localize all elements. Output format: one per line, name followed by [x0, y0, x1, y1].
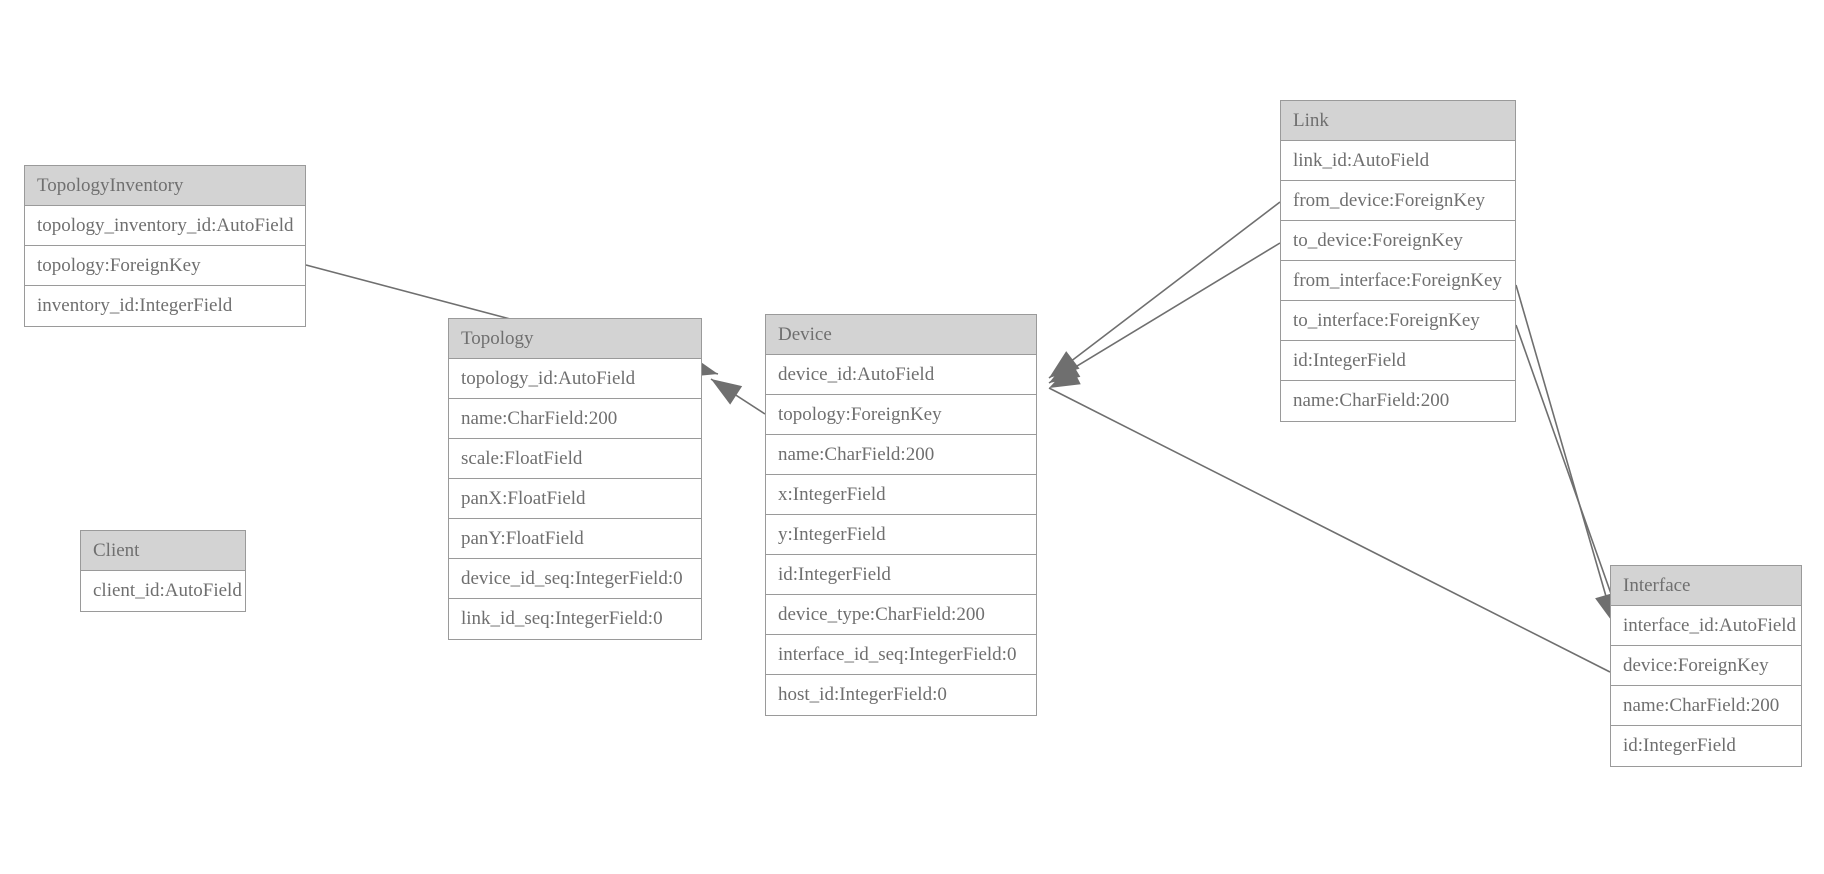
- entity-field[interactable]: to_interface:ForeignKey: [1281, 301, 1515, 341]
- entity-field[interactable]: device:ForeignKey: [1611, 646, 1801, 686]
- entity-header-interface: Interface: [1611, 566, 1801, 606]
- entity-field[interactable]: id:IntegerField: [766, 555, 1036, 595]
- entity-field[interactable]: from_device:ForeignKey: [1281, 181, 1515, 221]
- entity-field[interactable]: interface_id_seq:IntegerField:0: [766, 635, 1036, 675]
- entity-header-topology_inventory: TopologyInventory: [25, 166, 305, 206]
- entity-field[interactable]: panX:FloatField: [449, 479, 701, 519]
- entity-field[interactable]: name:CharField:200: [449, 399, 701, 439]
- relationship-line: [710, 378, 766, 415]
- entity-field[interactable]: y:IntegerField: [766, 515, 1036, 555]
- entity-field[interactable]: inventory_id:IntegerField: [25, 286, 305, 326]
- rel-device-topology: [710, 378, 766, 415]
- relationship-arrowhead: [711, 379, 743, 405]
- entity-field[interactable]: id:IntegerField: [1611, 726, 1801, 766]
- entity-field[interactable]: link_id_seq:IntegerField:0: [449, 599, 701, 639]
- relationship-line: [1515, 324, 1622, 623]
- rel-link-fromdevice-device: [1048, 201, 1281, 379]
- rel-link-todevice-device: [1048, 242, 1281, 384]
- relationship-line: [1515, 284, 1615, 625]
- entity-field[interactable]: to_device:ForeignKey: [1281, 221, 1515, 261]
- entity-header-device: Device: [766, 315, 1036, 355]
- entity-field[interactable]: panY:FloatField: [449, 519, 701, 559]
- entity-header-client: Client: [81, 531, 245, 571]
- entity-field[interactable]: device_type:CharField:200: [766, 595, 1036, 635]
- entity-field[interactable]: scale:FloatField: [449, 439, 701, 479]
- relationship-arrowhead: [1049, 351, 1080, 378]
- entity-field[interactable]: from_interface:ForeignKey: [1281, 261, 1515, 301]
- entity-field[interactable]: name:CharField:200: [1281, 381, 1515, 421]
- relationship-line: [1048, 242, 1281, 384]
- entity-field[interactable]: x:IntegerField: [766, 475, 1036, 515]
- entity-field[interactable]: name:CharField:200: [766, 435, 1036, 475]
- entity-field[interactable]: id:IntegerField: [1281, 341, 1515, 381]
- entity-header-topology: Topology: [449, 319, 701, 359]
- entity-field[interactable]: interface_id:AutoField: [1611, 606, 1801, 646]
- entity-field[interactable]: topology:ForeignKey: [766, 395, 1036, 435]
- relationship-line: [1048, 387, 1611, 673]
- entity-field[interactable]: name:CharField:200: [1611, 686, 1801, 726]
- entity-field[interactable]: topology_inventory_id:AutoField: [25, 206, 305, 246]
- entity-field[interactable]: device_id:AutoField: [766, 355, 1036, 395]
- entity-field[interactable]: link_id:AutoField: [1281, 141, 1515, 181]
- entity-field[interactable]: client_id:AutoField: [81, 571, 245, 611]
- entity-header-link: Link: [1281, 101, 1515, 141]
- relationship-arrowhead: [1049, 364, 1081, 388]
- entity-field[interactable]: host_id:IntegerField:0: [766, 675, 1036, 715]
- entity-field[interactable]: topology_id:AutoField: [449, 359, 701, 399]
- relationship-line: [1048, 201, 1281, 379]
- entity-field[interactable]: topology:ForeignKey: [25, 246, 305, 286]
- entity-field[interactable]: device_id_seq:IntegerField:0: [449, 559, 701, 599]
- rel-link-frominterface-interface: [1515, 284, 1617, 625]
- relationship-arrowhead: [1049, 358, 1081, 383]
